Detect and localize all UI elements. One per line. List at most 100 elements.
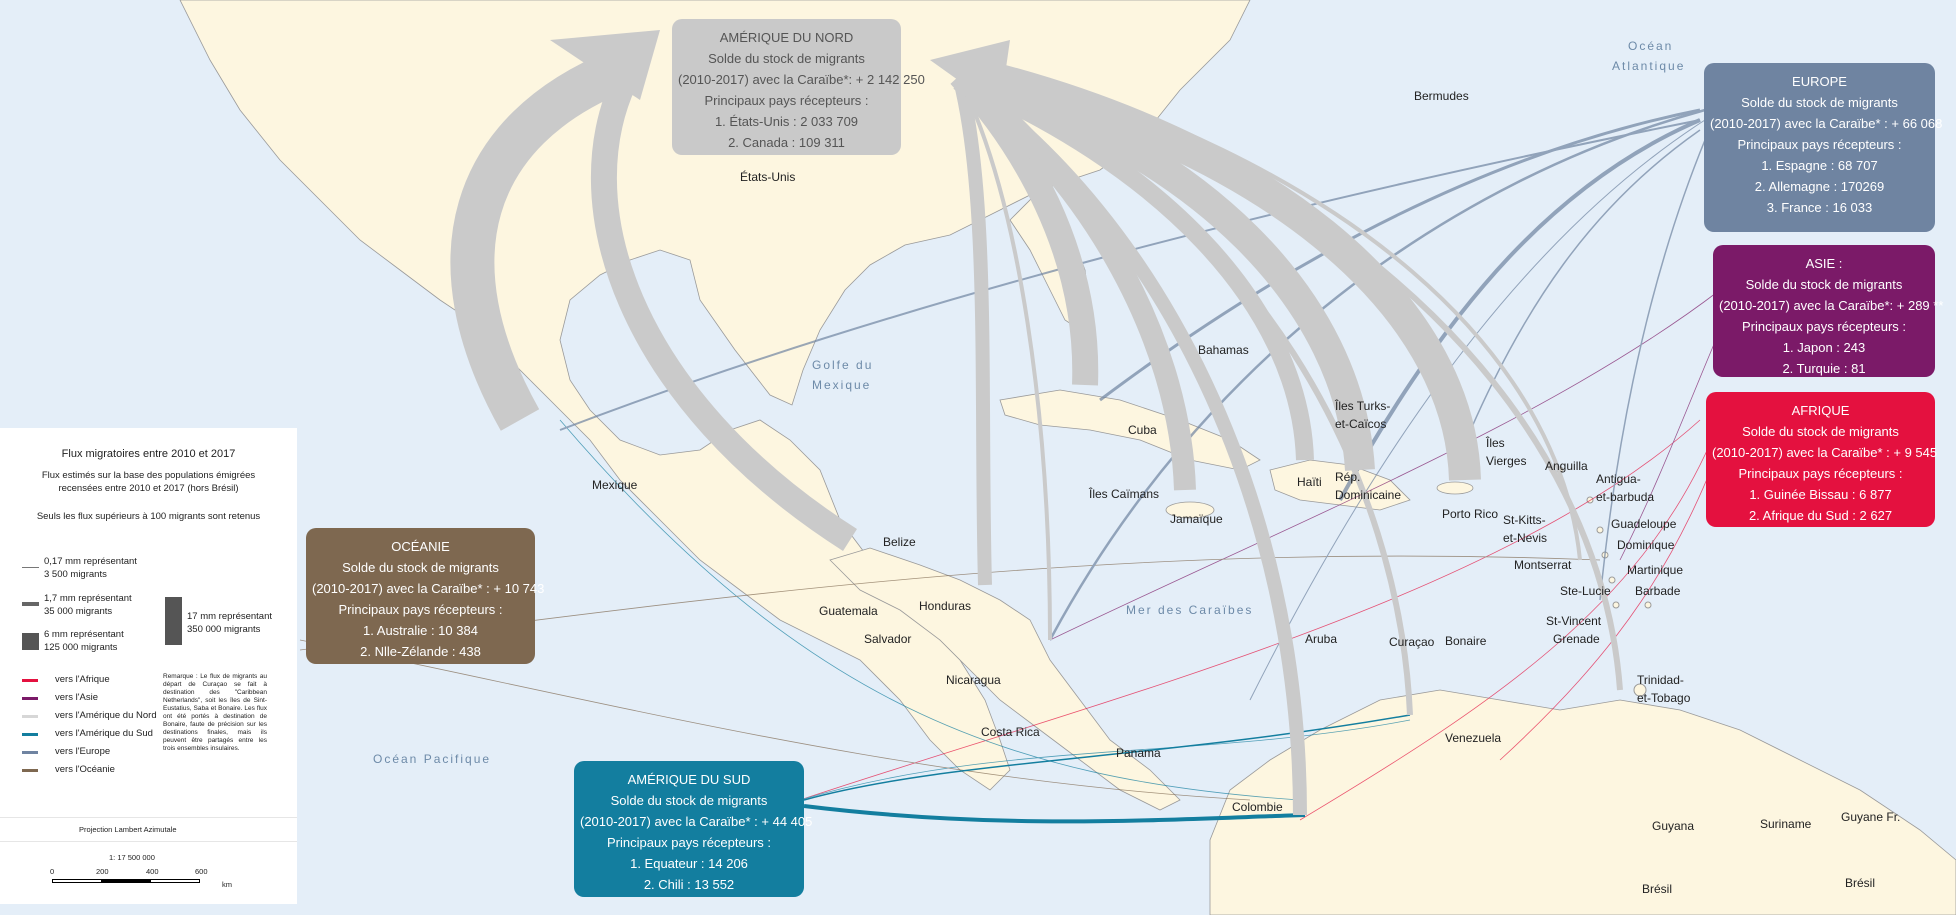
flow-na-trinidad (959, 57, 1623, 691)
sea-labels: Golfe du Mexique Mer des Caraïbes Océan … (373, 39, 1683, 766)
box-na-title: AMÉRIQUE DU NORD (719, 30, 854, 45)
legend-width-2b: 35 000 migrants (44, 606, 113, 617)
north-america-flows (450, 49, 1623, 816)
box-eu-line5: 2. Allemagne : 170269 (1754, 179, 1885, 194)
label-bresil-1: Brésil (1642, 882, 1672, 896)
label-aruba: Aruba (1305, 632, 1337, 646)
label-jamaique: Jamaïque (1170, 512, 1223, 526)
flow-asia-1 (1619, 329, 1721, 561)
label-nicaragua: Nicaragua (946, 673, 1001, 687)
box-as-line5: 2. Turquie : 81 (1782, 361, 1866, 376)
box-sa-line4: 1. Equateur : 14 206 (630, 856, 748, 871)
land-central-america (829, 547, 1181, 811)
box-af-line4: 1. Guinée Bissau : 6 877 (1749, 487, 1892, 502)
legend-color-sa: vers l'Amérique du Sud (55, 728, 153, 739)
label-ste-lucie: Ste-Lucie (1560, 584, 1611, 598)
box-as-line1: Solde du stock de migrants (1745, 277, 1903, 292)
land-trinidad (1633, 683, 1647, 697)
land-ste-lucie (1612, 601, 1620, 609)
land-martinique (1608, 576, 1616, 584)
box-na-line1: Solde du stock de migrants (708, 51, 865, 66)
label-rep-dom-1: Rép. (1335, 470, 1360, 484)
legend-projection: Projection Lambert Azimutale (79, 825, 177, 834)
legend-divider-2 (0, 841, 297, 842)
land-hispaniola (1269, 459, 1411, 511)
label-antigua-1: Antigua- (1596, 472, 1641, 486)
legend-color-oceania-swatch (22, 769, 38, 772)
flow-africa-2 (1299, 419, 1721, 821)
label-honduras: Honduras (919, 599, 971, 613)
label-trinidad-2: et-Tobago (1637, 691, 1691, 705)
flow-sa-colombia (803, 804, 1306, 824)
box-oc-line3: Principaux pays récepteurs : (338, 602, 503, 617)
legend-color-europe: vers l'Europe (55, 746, 111, 757)
label-suriname: Suriname (1760, 817, 1812, 831)
flow-na-colombie (955, 74, 1307, 816)
label-bresil-2: Brésil (1845, 876, 1875, 890)
flow-na-honduras (953, 78, 992, 586)
box-north-america: AMÉRIQUE DU NORD Solde du stock de migra… (672, 19, 925, 155)
legend-scale-bar-2 (101, 879, 151, 883)
box-af-line2: (2010-2017) avec la Caraïbe* : + 9 545 (1712, 445, 1938, 460)
box-oc-line5: 2. Nlle-Zélande : 438 (360, 644, 481, 659)
label-iles-caimans: Îles Caïmans (1088, 486, 1159, 501)
box-europe: EUROPE Solde du stock de migrants (2010-… (1704, 63, 1942, 232)
label-barbade: Barbade (1635, 584, 1681, 598)
label-venezuela: Venezuela (1445, 731, 1501, 745)
arrowhead-na-west (550, 30, 660, 100)
legend-scale-ratio: 1: 17 500 000 (109, 853, 155, 862)
flow-oceania-1 (299, 639, 1251, 801)
box-eu-line6: 3. France : 16 033 (1766, 200, 1873, 215)
flow-na-guatemala (590, 63, 857, 551)
label-mer-caraibes: Mer des Caraïbes (1126, 603, 1253, 617)
box-af-line1: Solde du stock de migrants (1742, 424, 1899, 439)
label-ocean-atl-1: Océan (1628, 39, 1673, 53)
flow-na-mexique (450, 49, 629, 431)
land-barbade (1644, 601, 1652, 609)
label-iles-vierges-2: Vierges (1486, 454, 1526, 468)
label-golfe-1: Golfe du (812, 358, 873, 372)
box-south-america: AMÉRIQUE DU SUD Solde du stock de migran… (574, 761, 813, 897)
label-guyana: Guyana (1652, 819, 1694, 833)
label-cuba: Cuba (1128, 423, 1157, 437)
box-af-line3: Principaux pays récepteurs : (1738, 466, 1903, 481)
land-guadeloupe (1596, 526, 1604, 534)
legend-color-africa: vers l'Afrique (55, 674, 110, 685)
box-eu-line1: Solde du stock de migrants (1741, 95, 1898, 110)
label-belize: Belize (883, 535, 916, 549)
label-guatemala: Guatemala (819, 604, 878, 618)
flow-na-porto-rico (956, 54, 1481, 481)
flow-europe-4 (1449, 129, 1701, 481)
arrowhead-na-east (930, 40, 1010, 110)
box-sa-line2: (2010-2017) avec la Caraïbe* : + 44 405 (580, 814, 813, 829)
legend-width-3b: 125 000 migrants (44, 642, 118, 653)
flow-na-antilles (959, 53, 1582, 561)
legend-width-medium-swatch (22, 602, 39, 606)
label-anguilla: Anguilla (1545, 459, 1588, 473)
box-eu-line3: Principaux pays récepteurs : (1737, 137, 1902, 152)
box-af-line5: 2. Afrique du Sud : 2 627 (1748, 508, 1893, 523)
legend-subtitle-3: Seuls les flux supérieurs à 100 migrants… (36, 511, 261, 522)
box-sa-title: AMÉRIQUE DU SUD (627, 772, 751, 787)
legend-color-oceania: vers l'Océanie (55, 764, 115, 775)
label-turks-1: Îles Turks- (1334, 398, 1390, 413)
flow-europe-7 (1048, 108, 1706, 641)
label-guadeloupe: Guadeloupe (1611, 517, 1677, 531)
box-as-line4: 1. Japon : 243 (1782, 340, 1866, 355)
label-bonaire: Bonaire (1445, 634, 1487, 648)
box-oc-line4: 1. Australie : 10 384 (363, 623, 478, 638)
legend-scale-bar-1 (52, 879, 102, 883)
flow-asia-2 (1049, 289, 1721, 641)
label-bermudes: Bermudes (1414, 89, 1469, 103)
flow-sa-venezuela (803, 714, 1411, 801)
box-as-line3: Principaux pays récepteurs : (1741, 319, 1907, 334)
land-jamaica (1165, 501, 1215, 519)
label-panama: Panama (1116, 746, 1161, 760)
flow-europe-3 (1338, 118, 1701, 501)
legend-color-africa-swatch (22, 679, 38, 682)
legend-width-thin-swatch (22, 567, 39, 568)
label-colombie: Colombie (1232, 800, 1283, 814)
label-mexique: Mexique (592, 478, 638, 492)
box-oc-title: OCÉANIE (391, 539, 450, 554)
